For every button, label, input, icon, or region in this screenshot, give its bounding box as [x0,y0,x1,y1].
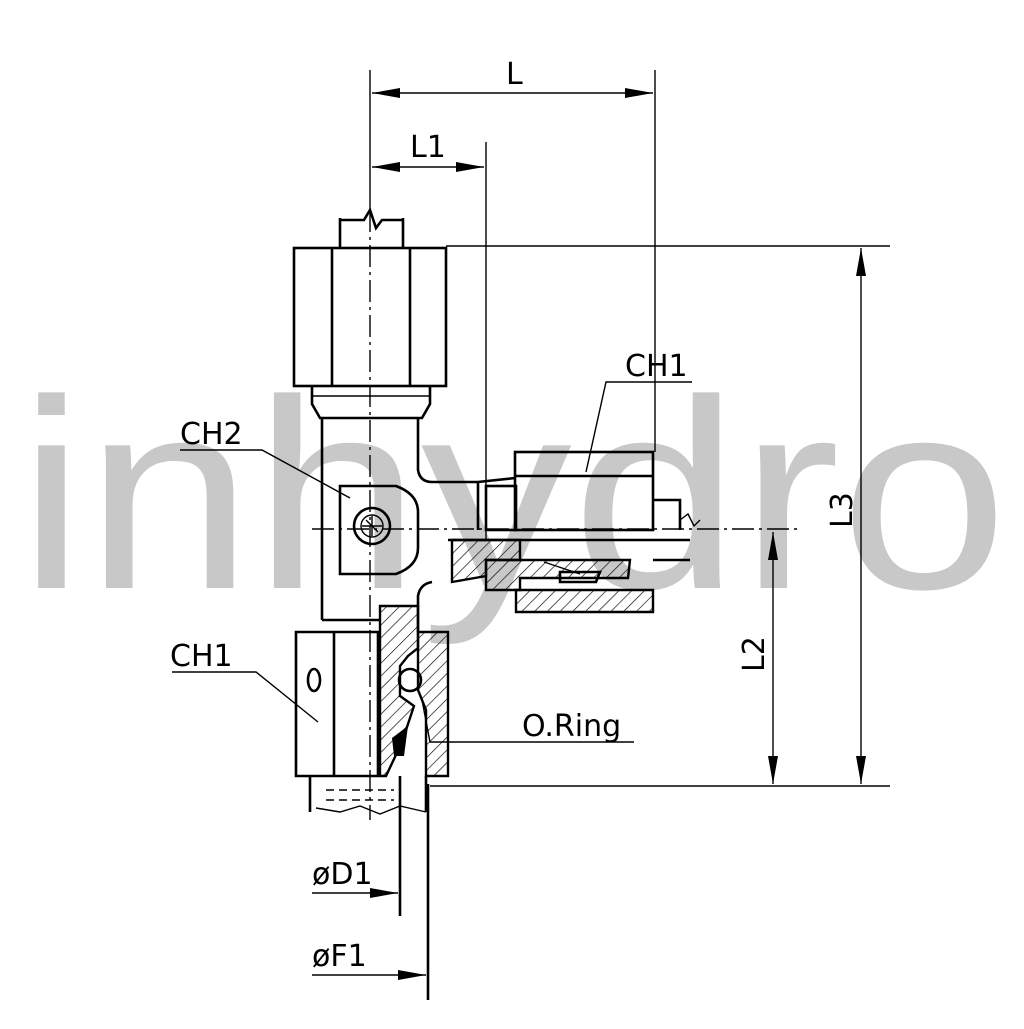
center-lines [312,210,800,820]
dim-l3-label: L3 [825,492,860,528]
right-branch [448,450,701,614]
watermark-text: inhydro [18,345,1008,647]
ch2-label: CH2 [180,417,243,452]
labels: L L1 CH1 CH2 CH1 O.Ring øD1 øF1 L3 L2 [170,57,860,974]
dim-l-label: L [506,57,523,92]
dim-l1-label: L1 [410,130,446,165]
top-pipe-stub [338,206,405,248]
top-nut [292,246,448,420]
ch1-left-label: CH1 [170,639,233,674]
leader-lines [172,381,692,743]
lower-section [294,604,450,1000]
dimensions [312,70,890,980]
tee-body [320,418,478,620]
f1-label: øF1 [312,939,367,974]
d1-label: øD1 [312,857,373,892]
ch1-right-label: CH1 [625,349,688,384]
dim-l2-label: L2 [737,636,772,672]
oring-label: O.Ring [522,709,621,744]
watermark: inhydro [18,345,1008,647]
